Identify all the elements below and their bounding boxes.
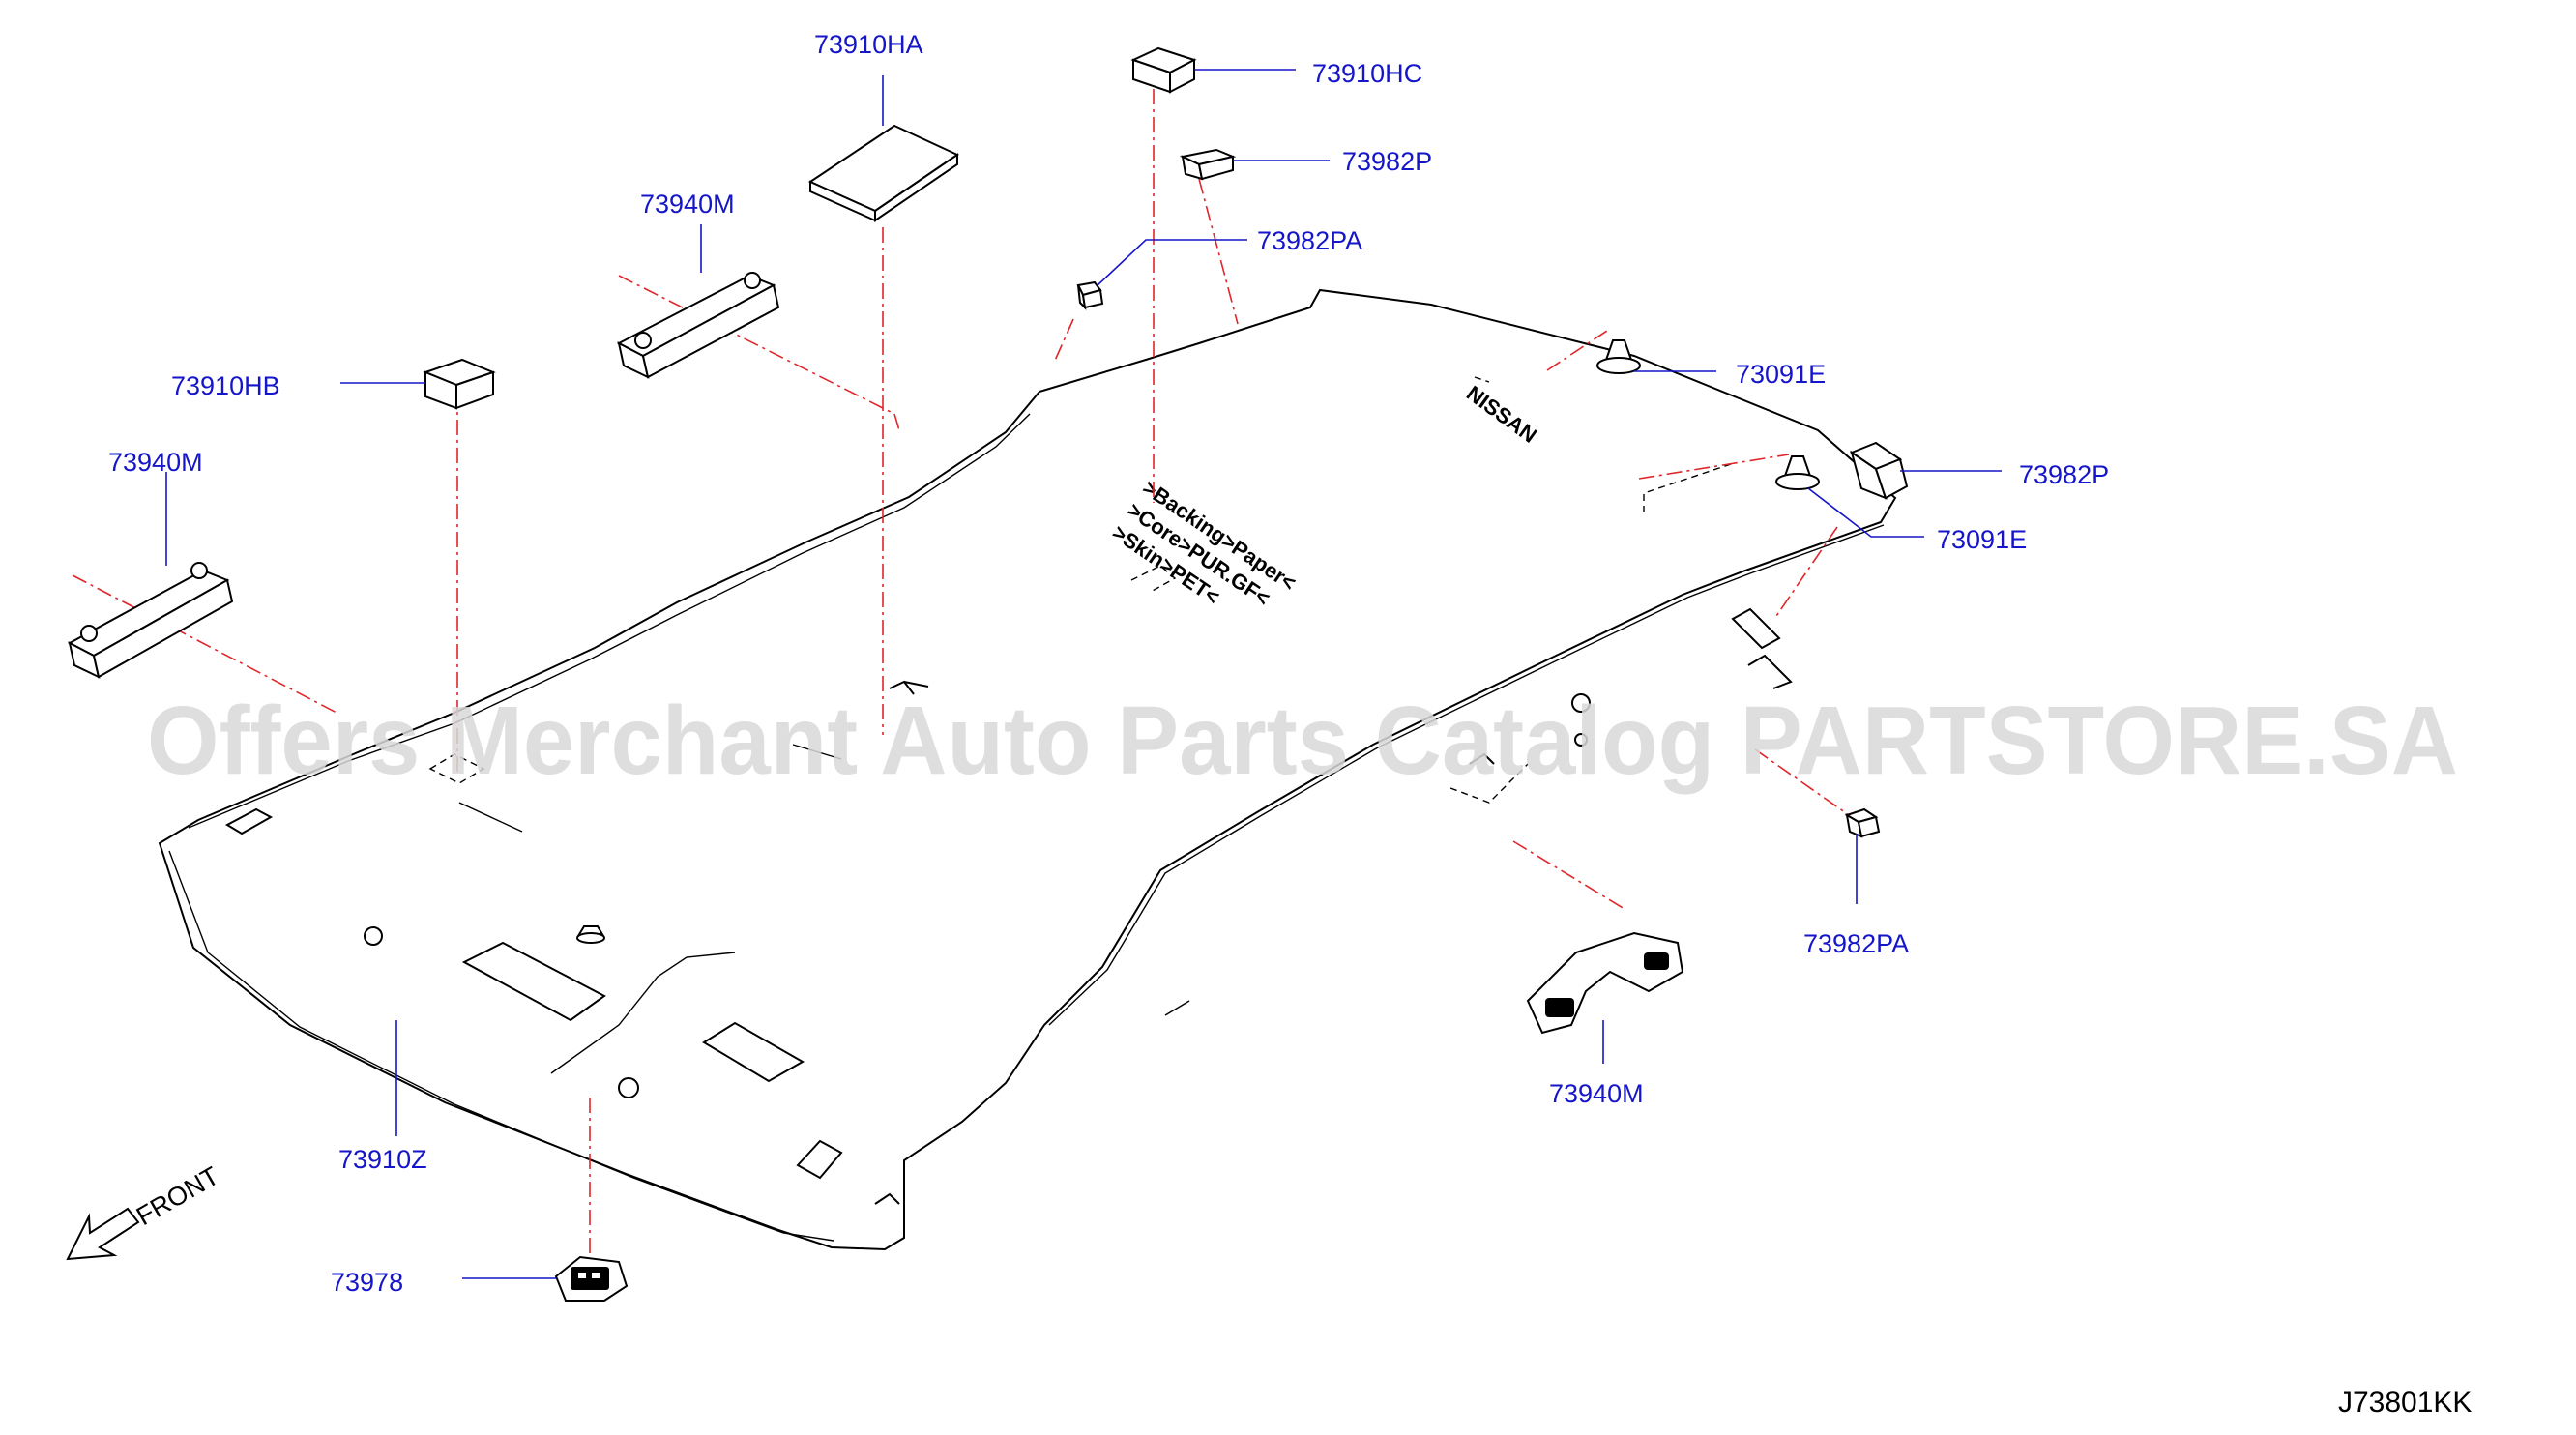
clip-73982PA-top [1076,280,1104,310]
label-73910HB: 73910HB [171,371,280,400]
label-73982PA-top: 73982PA [1257,226,1362,255]
label-73910Z: 73910Z [338,1145,427,1174]
front-direction-indicator: FRONT [66,1161,224,1261]
label-73978: 73978 [331,1268,403,1297]
center-lines [72,89,1853,1281]
label-73091E-lower: 73091E [1937,525,2027,554]
watermark: Offers Merchant Auto Parts Catalog PARTS… [147,687,2458,795]
label-73940M-upper: 73940M [640,190,735,219]
label-73910HC: 73910HC [1312,59,1422,88]
clip-73091E-upper [1596,339,1641,374]
label-73091E-upper: 73091E [1736,360,1826,389]
label-73940M-lower: 73940M [1549,1079,1644,1108]
nissan-emblem-text: NISSAN [1462,381,1541,448]
label-73910HA: 73910HA [814,30,923,59]
assist-grip-73940M-upper [616,272,780,379]
pad-73910HA [807,124,960,222]
clip-73982P-right [1849,441,1909,500]
label-73940M-left: 73940M [108,448,203,477]
clip-73982PA-right [1844,807,1881,838]
pad-73910HB [423,358,496,410]
part-labels: 73910HA 73910HC 73982P 73982PA 73940M 73… [108,30,2109,1297]
front-label: FRONT [132,1161,224,1231]
front-arrow-icon [66,1207,140,1261]
leader-lines [165,69,2002,1279]
map-lamp-73978 [554,1255,629,1302]
clip-73091E-lower [1775,455,1820,490]
label-73982PA-right: 73982PA [1803,929,1909,958]
label-73982P-right: 73982P [2019,460,2109,489]
panel-clip [576,925,605,944]
clip-73982P-top [1179,148,1237,181]
pad-73910HC [1130,46,1197,94]
label-73982P-top: 73982P [1342,147,1432,176]
assist-grip-73940M-lower [1526,931,1684,1035]
assist-grip-73940M-left [67,562,234,679]
drawing-code: J73801KK [2338,1387,2472,1419]
